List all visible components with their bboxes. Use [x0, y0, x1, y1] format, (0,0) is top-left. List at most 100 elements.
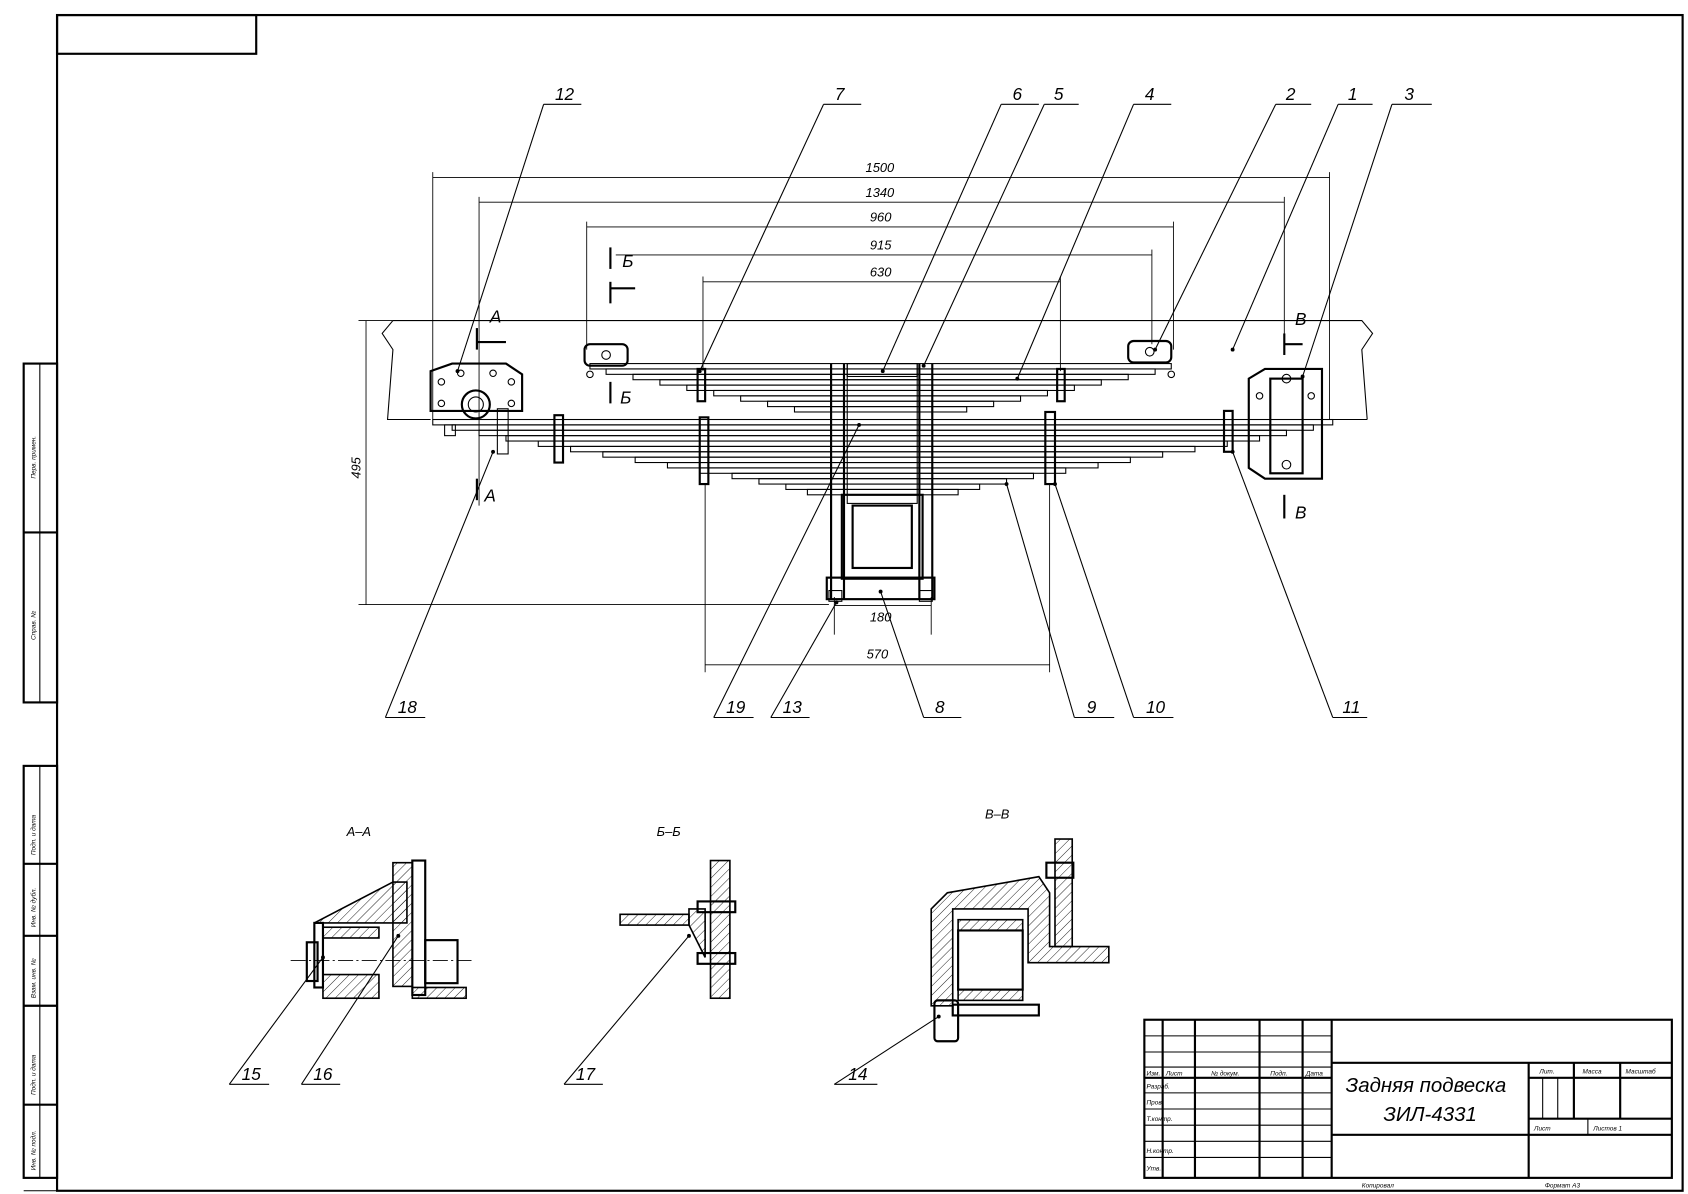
callout-leader: [699, 104, 825, 372]
title-block: Изм. Лист № докум. Подп. Дата Разраб. Пр…: [1143, 1018, 1673, 1190]
stamp-inv-podl: Инв. № подл.: [30, 1130, 38, 1170]
main-leaf: [432, 418, 1334, 426]
drawing-title-line1: Задняя подвеска: [1346, 1074, 1507, 1097]
callout-leader: [384, 451, 494, 718]
callout-dot: [1230, 449, 1235, 454]
callout-leader: [1016, 104, 1135, 379]
callout-number-16: 16: [313, 1064, 333, 1084]
callout-leader: [1054, 483, 1135, 718]
stamp-podp-data-2: Подп. и дата: [30, 1054, 38, 1095]
copied-label: Копировал: [1362, 1183, 1394, 1190]
callout-leader: [563, 935, 690, 1085]
role-razrab: Разраб.: [1147, 1083, 1170, 1091]
callout-leader: [770, 602, 837, 718]
callout-number-6: 6: [1012, 84, 1022, 104]
callout-dot: [857, 422, 862, 427]
callout-leader: [1154, 104, 1277, 350]
callout-number-14: 14: [848, 1064, 867, 1084]
callout-number-4: 4: [1145, 84, 1155, 104]
section-title-aa: А–А: [346, 824, 371, 839]
section-marker-a-top: А: [489, 307, 501, 327]
spring-assembly: [381, 320, 1374, 602]
callout-number-7: 7: [835, 84, 846, 104]
callout-number-3: 3: [1404, 84, 1414, 104]
hdr-list: Лист: [1165, 1071, 1183, 1078]
dimensions: [358, 172, 1330, 673]
callout-dot: [1053, 482, 1057, 486]
callout-leader: [1006, 483, 1075, 718]
callout-dot: [1015, 376, 1020, 381]
side-stamps: Перв. примен. Справ. № Подп. и дата Инв.…: [22, 362, 59, 1179]
section-marker-b-top: Б: [622, 251, 633, 271]
dim-1340: 1340: [866, 185, 896, 200]
section-marker-v-top: В: [1295, 309, 1306, 329]
callout-leader: [880, 591, 925, 718]
section-cut-lines: [475, 247, 1303, 519]
callout-leader: [300, 935, 399, 1085]
auxiliary-leaf-pack: [589, 363, 1172, 413]
callout-number-18: 18: [398, 697, 418, 717]
callout-number-2: 2: [1285, 84, 1296, 104]
callout-number-5: 5: [1054, 84, 1064, 104]
dim-495: 495: [349, 456, 364, 478]
sheet-label: Лист: [1533, 1126, 1551, 1133]
auxiliary-leaf: [659, 379, 1102, 386]
auxiliary-leaf: [589, 363, 1172, 370]
callout-number-19: 19: [726, 697, 746, 717]
callout-dot: [1004, 482, 1009, 486]
callout-dot: [1230, 347, 1235, 352]
main-leaf: [505, 435, 1261, 442]
auxiliary-leaf: [713, 389, 1049, 397]
callout-leader: [457, 104, 545, 372]
sheet-frame: [23, 13, 1684, 1192]
section-marker-a-bottom: А: [483, 485, 495, 505]
callout-number-9: 9: [1087, 697, 1097, 717]
mass-label: Масса: [1583, 1069, 1602, 1076]
role-utv: Утв.: [1146, 1165, 1162, 1172]
callout-leader: [834, 1016, 940, 1085]
callout-dot: [921, 363, 926, 368]
section-a-a: А–А: [290, 824, 474, 1000]
callout-number-10: 10: [1146, 697, 1166, 717]
callout-dot: [878, 589, 883, 594]
section-title-vv: В–В: [985, 807, 1010, 822]
section-marker-b-bottom: Б: [620, 387, 631, 407]
hdr-date: Дата: [1305, 1071, 1323, 1078]
auxiliary-leaf: [767, 400, 995, 408]
dim-960: 960: [870, 210, 892, 225]
callout-dot: [1153, 347, 1158, 352]
role-nkontr: Н.контр.: [1147, 1148, 1174, 1155]
main-leaf: [602, 451, 1164, 458]
callout-dot: [936, 1014, 941, 1019]
main-leaf: [666, 462, 1099, 469]
stamp-sprav: Справ. №: [31, 611, 38, 640]
callout-number-17: 17: [576, 1064, 597, 1084]
stamp-perv-primen: Перв. примен.: [31, 436, 38, 479]
lit-label: Лит.: [1538, 1069, 1554, 1076]
role-prov: Пров.: [1147, 1100, 1164, 1107]
main-leaf: [699, 467, 1067, 474]
main-leaf: [758, 478, 1008, 485]
callout-dot: [697, 369, 702, 374]
auxiliary-leaf: [740, 395, 1022, 402]
dim-180: 180: [870, 610, 892, 625]
dim-915: 915: [870, 238, 892, 253]
callout-number-15: 15: [242, 1064, 262, 1084]
callout-dot: [455, 369, 460, 374]
stamp-inv-dubl: Инв. № дубл.: [30, 888, 38, 928]
dim-1500: 1500: [866, 160, 896, 175]
auxiliary-leaf: [686, 384, 1075, 392]
scale-label: Масштаб: [1626, 1068, 1656, 1076]
callout-number-1: 1: [1348, 84, 1358, 104]
hdr-izm: Изм.: [1147, 1071, 1161, 1078]
callout-number-12: 12: [555, 84, 575, 104]
callout-leader: [1232, 451, 1334, 718]
main-leaf: [570, 445, 1196, 453]
dim-570: 570: [867, 646, 889, 661]
format-label: Формат A3: [1545, 1183, 1581, 1190]
main-leaf: [478, 429, 1287, 437]
callout-number-13: 13: [783, 697, 803, 717]
callout-leader: [882, 104, 1002, 372]
